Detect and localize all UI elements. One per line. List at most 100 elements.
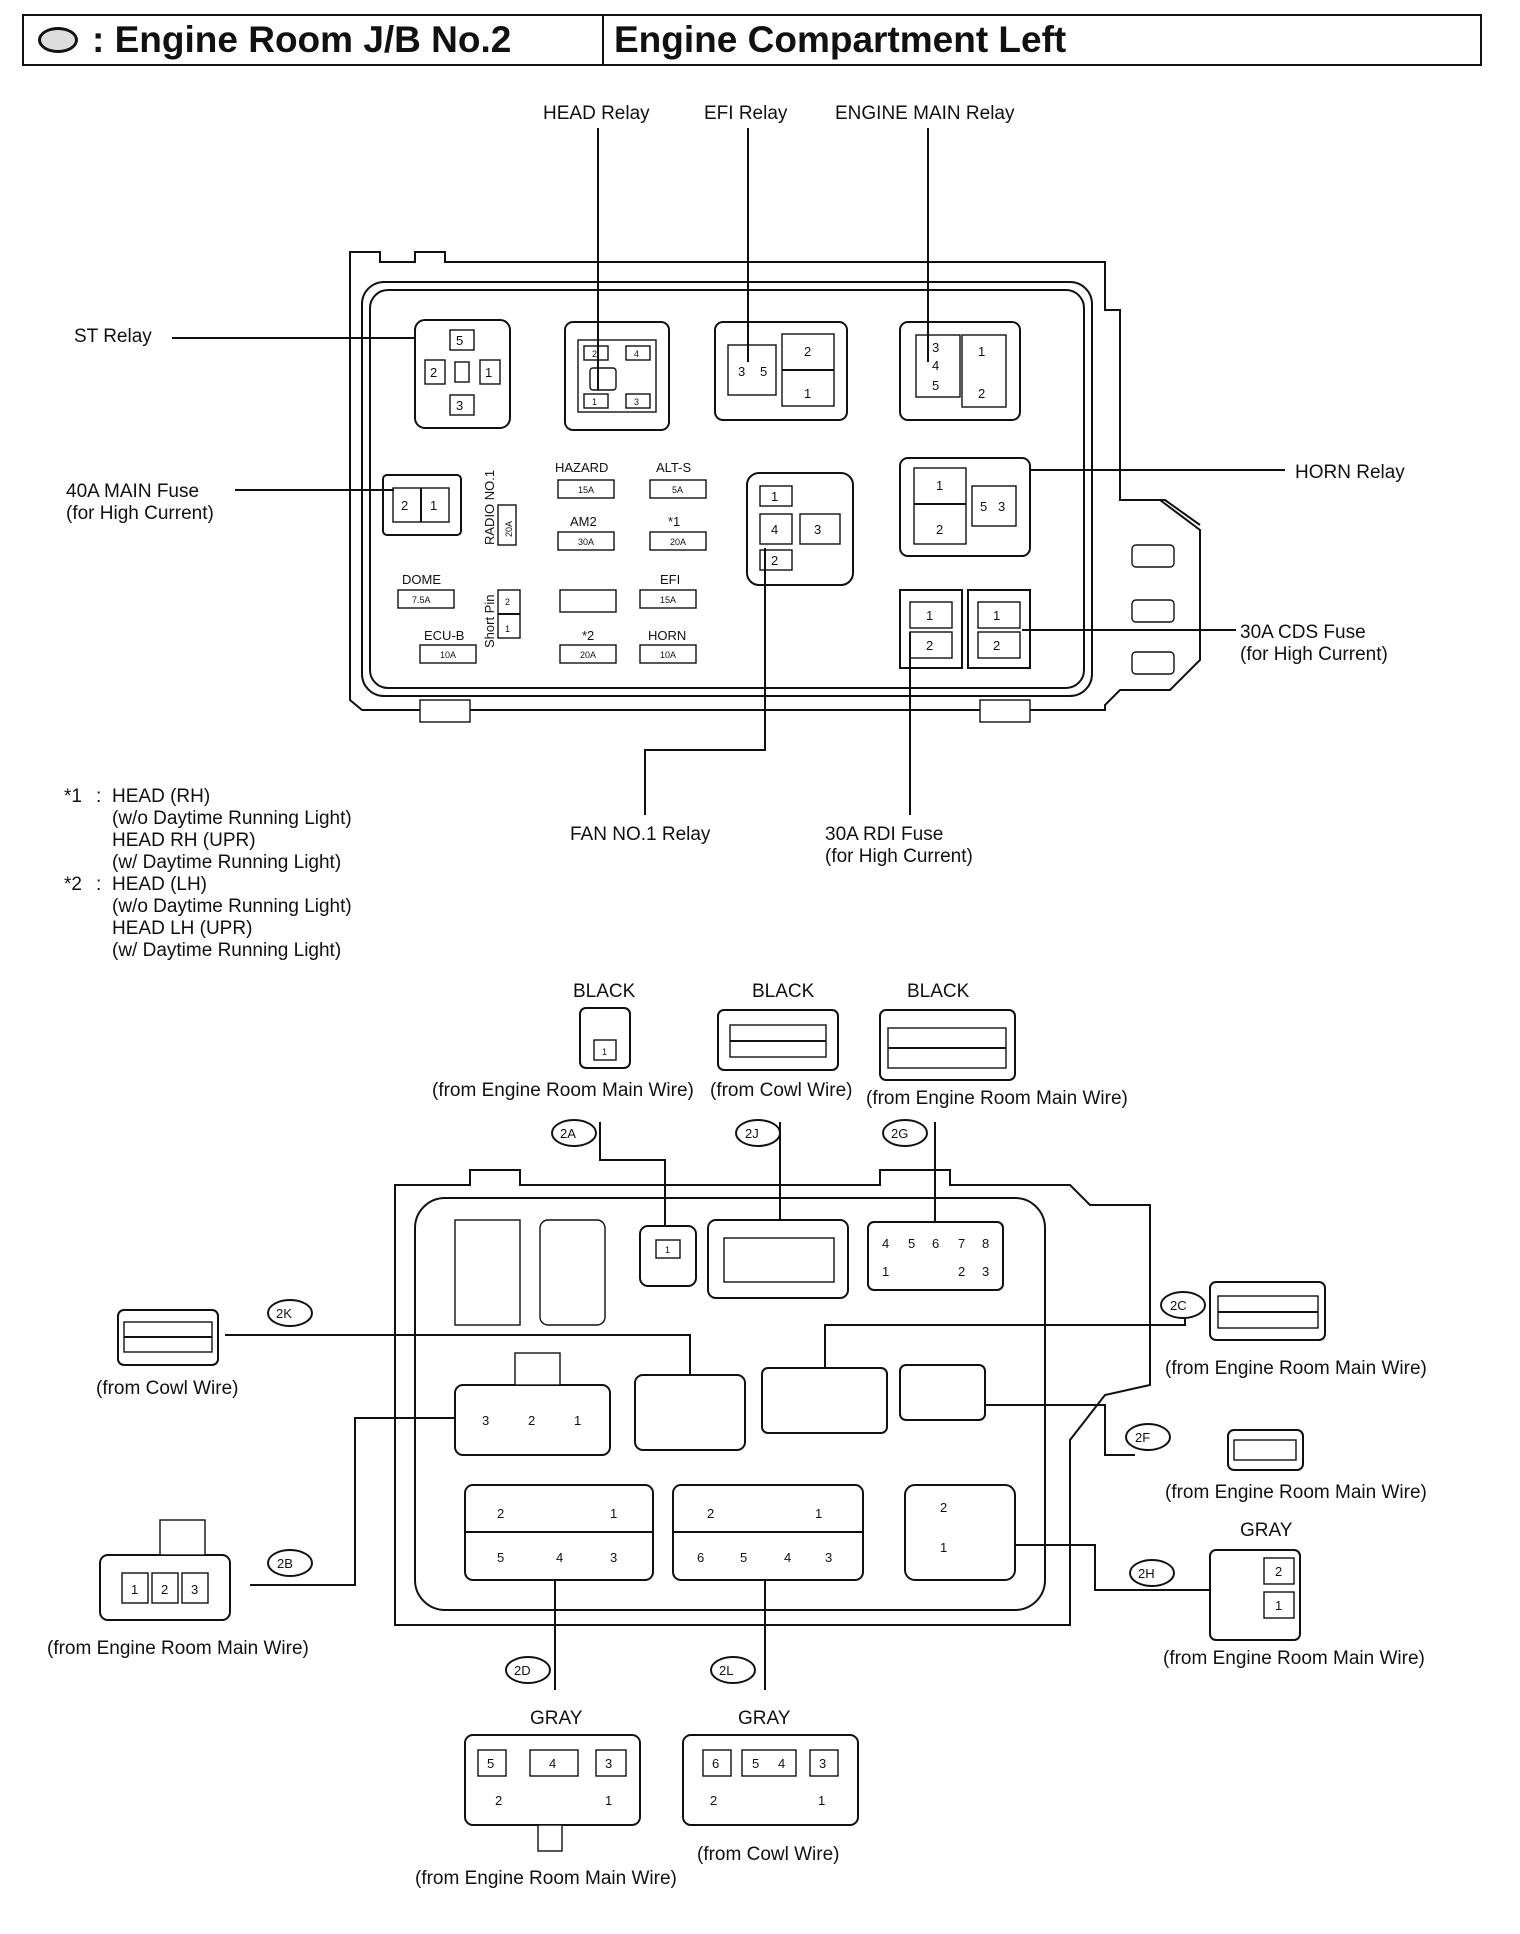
svg-text:3: 3 — [482, 1413, 489, 1428]
connector-2H-color: GRAY — [1240, 1520, 1293, 1541]
connector-2F-source: (from Engine Room Main Wire) — [1165, 1482, 1427, 1503]
horn-relay-socket: 1 2 5 3 — [899, 457, 1031, 557]
svg-text:4: 4 — [556, 1550, 563, 1565]
svg-text:1: 1 — [882, 1264, 889, 1279]
svg-text:2: 2 — [707, 1506, 714, 1521]
star2-fuse-label: *2 — [582, 628, 594, 643]
main-40a-fuse-label: 40A MAIN Fuse — [66, 481, 199, 502]
svg-text:2: 2 — [497, 1506, 504, 1521]
fan-no1-relay-label: FAN NO.1 Relay — [570, 824, 711, 845]
engine-main-relay-socket: 3 4 5 1 2 — [899, 321, 1021, 421]
svg-text:2: 2 — [958, 1264, 965, 1279]
note-1-line: HEAD RH (UPR) — [112, 830, 256, 851]
svg-text:1: 1 — [818, 1793, 825, 1808]
svg-text:5: 5 — [740, 1550, 747, 1565]
hazard-fuse-amp: 15A — [578, 485, 594, 495]
svg-text:1: 1 — [610, 1506, 617, 1521]
connector-2G-source: (from Engine Room Main Wire) — [866, 1088, 1128, 1109]
connector-2K-source: (from Cowl Wire) — [96, 1378, 239, 1399]
svg-text:1: 1 — [592, 397, 597, 407]
svg-text:5: 5 — [752, 1756, 759, 1771]
ecu-b-fuse-label: ECU-B — [424, 628, 464, 643]
svg-text:6: 6 — [697, 1550, 704, 1565]
connector-2C-source: (from Engine Room Main Wire) — [1165, 1358, 1427, 1379]
connector-2A: BLACK 1 2A — [551, 981, 636, 1147]
bottom-junction-block: 1 4 5 6 7 8 1 2 3 3 2 1 2 1 5 4 3 — [225, 1122, 1210, 1690]
svg-text:4: 4 — [932, 358, 939, 373]
svg-text:2: 2 — [978, 386, 985, 401]
svg-text:4: 4 — [771, 522, 778, 537]
svg-text:2: 2 — [592, 349, 597, 359]
efi-fuse-label: EFI — [660, 572, 680, 587]
footnotes: *1 : HEAD (RH) (w/o Daytime Running Ligh… — [64, 786, 352, 961]
connector-2J-color: BLACK — [752, 981, 815, 1002]
svg-text:4: 4 — [784, 1550, 791, 1565]
svg-text:3: 3 — [610, 1550, 617, 1565]
svg-text:1: 1 — [602, 1047, 607, 1057]
fan-no1-relay-socket: 1 4 3 2 — [746, 472, 854, 586]
svg-text:2: 2 — [926, 638, 933, 653]
rdi-30a-fuse-label: 30A RDI Fuse — [825, 824, 943, 845]
note-2-line: (w/ Daytime Running Light) — [112, 940, 341, 961]
svg-text:3: 3 — [998, 499, 1005, 514]
note-2-sep: : — [96, 874, 101, 895]
svg-text:6: 6 — [712, 1756, 719, 1771]
note-1-line: HEAD (RH) — [112, 786, 210, 807]
alt-s-fuse-label: ALT-S — [656, 460, 691, 475]
svg-text:5: 5 — [760, 364, 767, 379]
head-relay-label: HEAD Relay — [543, 103, 650, 124]
svg-text:3: 3 — [932, 340, 939, 355]
hazard-fuse-label: HAZARD — [555, 460, 608, 475]
rdi-cds-fuse-sockets: 1 2 1 2 — [899, 589, 1031, 669]
connector-2J: BLACK 2J — [717, 981, 839, 1147]
svg-text:5: 5 — [932, 378, 939, 393]
svg-text:2: 2 — [528, 1413, 535, 1428]
connector-2A-source: (from Engine Room Main Wire) — [432, 1080, 694, 1101]
title-left: : Engine Room J/B No.2 — [92, 19, 512, 60]
radio-no1-fuse-label: RADIO NO.1 — [482, 470, 497, 545]
connector-2B-id: 2B — [277, 1556, 293, 1571]
connector-2J-id: 2J — [745, 1126, 759, 1141]
connector-2D-source: (from Engine Room Main Wire) — [415, 1868, 677, 1889]
cds-30a-fuse-label: 30A CDS Fuse — [1240, 622, 1366, 643]
note-2-line: HEAD LH (UPR) — [112, 918, 252, 939]
connector-2H-source: (from Engine Room Main Wire) — [1163, 1648, 1425, 1669]
connector-2D-color: GRAY — [530, 1708, 583, 1729]
svg-text:2: 2 — [804, 344, 811, 359]
svg-text:7: 7 — [958, 1236, 965, 1251]
rdi-30a-fuse-note: (for High Current) — [825, 846, 973, 867]
head-relay-socket: 2 4 1 3 — [564, 321, 670, 431]
connector-2D: 2D GRAY 5 4 3 2 1 (from Engine Room Main… — [415, 1656, 677, 1889]
svg-text:3: 3 — [634, 397, 639, 407]
svg-text:1: 1 — [936, 478, 943, 493]
svg-text:1: 1 — [1275, 1598, 1282, 1613]
efi-fuse-amp: 15A — [660, 595, 676, 605]
svg-text:1: 1 — [993, 608, 1000, 623]
alt-s-fuse-amp: 5A — [672, 485, 683, 495]
main-40a-fuse-note: (for High Current) — [66, 503, 214, 524]
short-pin-label: Short Pin — [482, 595, 497, 648]
svg-text:5: 5 — [456, 333, 463, 348]
svg-text:1: 1 — [940, 1540, 947, 1555]
svg-text:3: 3 — [191, 1582, 198, 1597]
am2-fuse-label: AM2 — [570, 514, 597, 529]
note-1-line: (w/o Daytime Running Light) — [112, 808, 352, 829]
svg-text:5: 5 — [908, 1236, 915, 1251]
svg-text:5: 5 — [980, 499, 987, 514]
svg-text:8: 8 — [982, 1236, 989, 1251]
st-relay-socket: 5 2 1 3 — [414, 319, 511, 429]
svg-text:5: 5 — [487, 1756, 494, 1771]
connector-2G-id: 2G — [891, 1126, 908, 1141]
connector-2C-id: 2C — [1170, 1298, 1187, 1313]
engine-main-relay-label: ENGINE MAIN Relay — [835, 103, 1015, 124]
svg-text:2: 2 — [430, 365, 437, 380]
svg-text:1: 1 — [926, 608, 933, 623]
connector-2B-source: (from Engine Room Main Wire) — [47, 1638, 309, 1659]
dome-fuse-label: DOME — [402, 572, 441, 587]
connector-symbol-icon — [38, 27, 78, 53]
svg-text:4: 4 — [778, 1756, 785, 1771]
connector-2K-id: 2K — [276, 1306, 292, 1321]
connector-2G-color: BLACK — [907, 981, 970, 1002]
svg-text:4: 4 — [549, 1756, 556, 1771]
svg-text:3: 3 — [825, 1550, 832, 1565]
